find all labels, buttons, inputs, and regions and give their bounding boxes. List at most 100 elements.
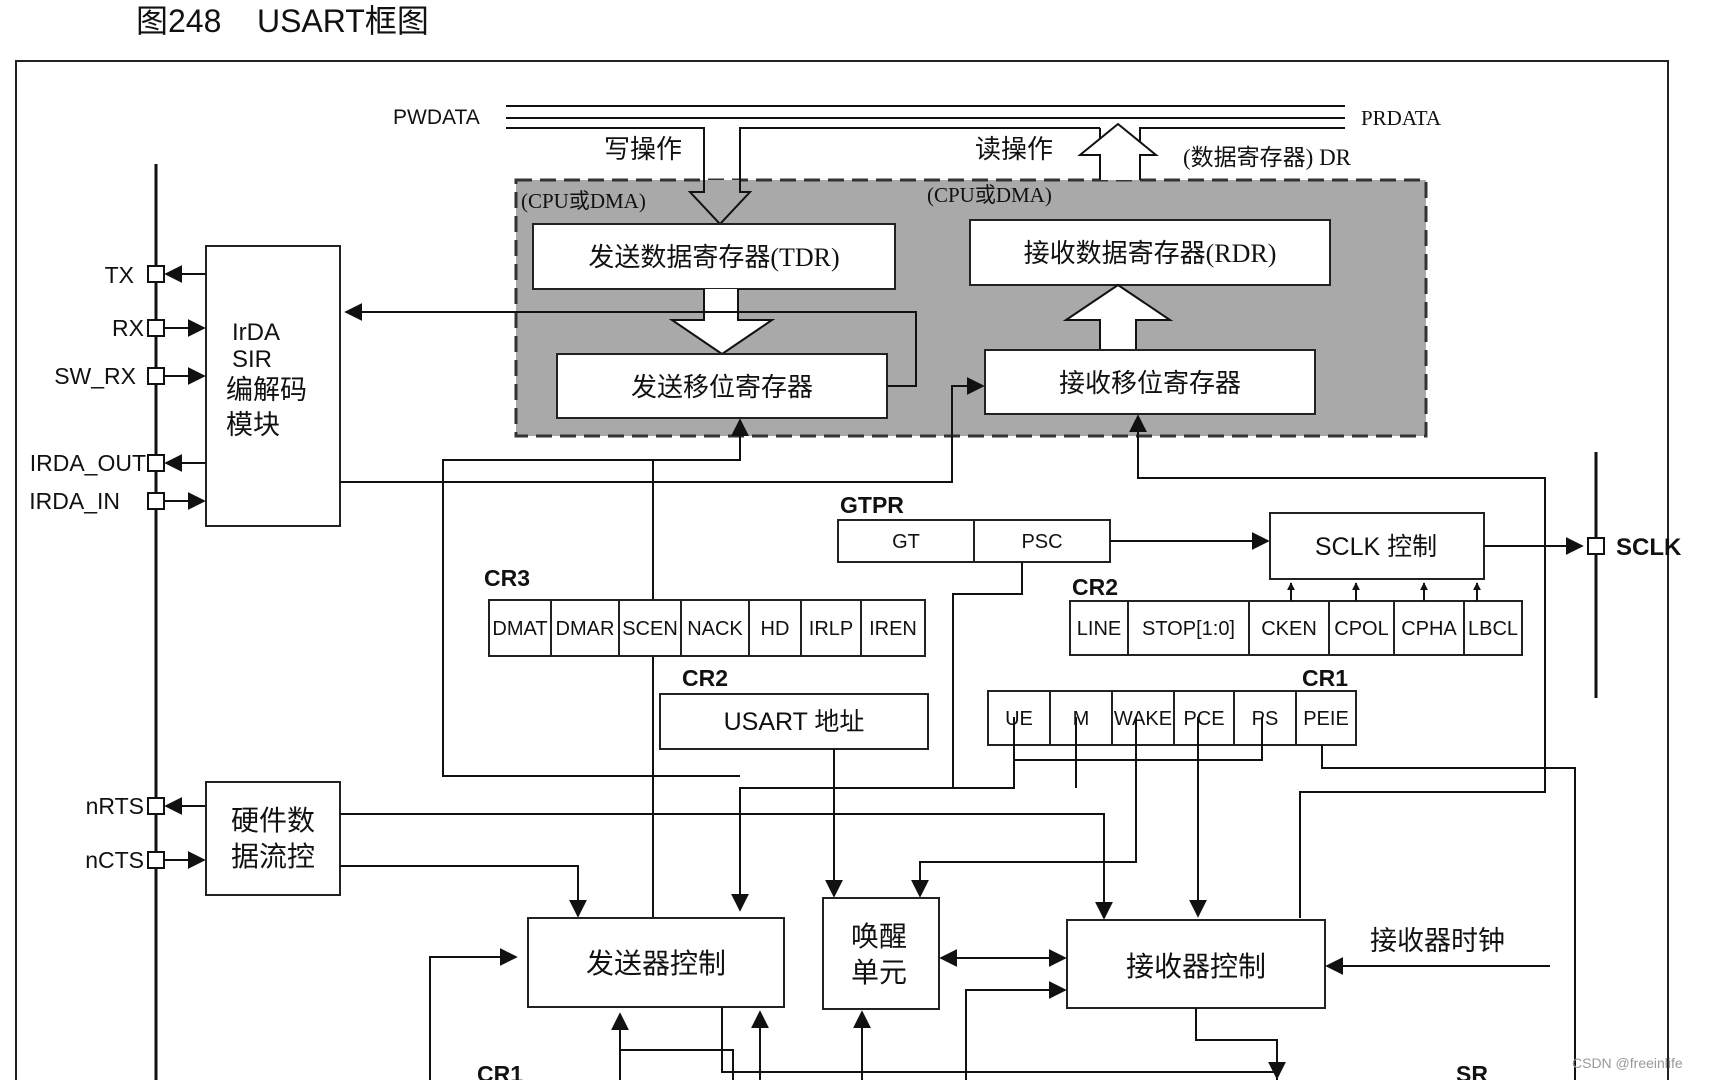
cr1-top-cell-5	[1295, 690, 1357, 746]
tx-control-box	[527, 917, 785, 1008]
rx-shift-label: 接收移位寄存器	[1059, 369, 1241, 398]
flow-to-rx-ctrl	[340, 813, 1113, 920]
cr2-addr-label: CR2	[682, 665, 728, 691]
cr3-bit-0: DMAT	[492, 618, 547, 640]
bottom-tx-feed	[620, 1014, 734, 1080]
gtpr-label: GTPR	[840, 492, 904, 518]
cr-to-tx-ctrl	[731, 717, 1015, 912]
dma-right-label: (CPU或DMA)	[927, 183, 1052, 207]
cr1-top-bit-5: PEIE	[1303, 708, 1349, 730]
wake-to-wakeup	[911, 717, 1137, 898]
cr2-top-bit-4: CPHA	[1401, 618, 1457, 640]
pin-irda-in: IRDA_IN	[29, 488, 120, 514]
flow-line2: 据流控	[231, 841, 315, 873]
cr2-top-bit-0: LINE	[1077, 618, 1121, 640]
rx-clock-label: 接收器时钟	[1370, 926, 1505, 956]
cr3-bit-3: NACK	[687, 618, 743, 640]
peie-to-sr	[1321, 745, 1576, 1080]
ps-to-rx	[1014, 717, 1263, 761]
cr3-bit-2: SCEN	[622, 618, 678, 640]
cr2-top-cell-3	[1328, 600, 1395, 656]
irda-line3: 编解码	[226, 375, 307, 405]
shift-to-rdr-arrow	[1062, 283, 1174, 350]
cr1-top-cell-0	[987, 690, 1051, 746]
rdr-label: 接收数据寄存器(RDR)	[1024, 239, 1277, 268]
gtpr-psc-cell	[973, 519, 1111, 563]
bottom-left-feed	[429, 948, 518, 1080]
dr-label: (数据寄存器) DR	[1183, 145, 1352, 170]
sclk-pin	[1587, 537, 1605, 555]
irda-line1: IrDA	[232, 319, 280, 346]
cr2-top-bit-2: CKEN	[1261, 618, 1317, 640]
sr-bottom-label: SR	[1456, 1061, 1488, 1080]
cr2-addr-field: USART 地址	[724, 708, 865, 736]
rx-control-label: 接收器控制	[1126, 951, 1266, 983]
watermark: CSDN @freeinlife	[1572, 1055, 1683, 1071]
wakeup-line1: 唤醒	[851, 921, 907, 953]
outer-frame	[15, 60, 1669, 1080]
prdata-label: PRDATA	[1361, 106, 1442, 130]
sclk-control-label: SCLK 控制	[1315, 533, 1437, 561]
cr2-top-register: LINE STOP[1:0] CKEN CPOL CPHA LBCL	[1069, 600, 1523, 656]
pin-tx: TX	[105, 262, 134, 288]
cr3-bit-4: HD	[761, 618, 790, 640]
cr3-register: DMAT DMAR SCEN NACK HD IRLP IREN	[488, 599, 926, 657]
cr3-bit-6: IREN	[869, 618, 917, 640]
gtpr-feed	[952, 562, 1023, 788]
pin-rx: RX	[112, 315, 144, 341]
pin-sclk: SCLK	[1616, 534, 1682, 561]
tx-shift-label: 发送移位寄存器	[631, 373, 813, 402]
cr1-top-bit-3: PCE	[1183, 708, 1224, 730]
bottom-rx-feed	[965, 981, 1067, 1080]
pwdata-bus	[506, 105, 1345, 180]
irda-line2: SIR	[232, 346, 272, 373]
pin-ncts: nCTS	[85, 847, 144, 873]
pin-nrts: nRTS	[86, 793, 144, 819]
cr2-top-cell-4	[1393, 600, 1465, 656]
cr3-bit-5: IRLP	[809, 618, 853, 640]
irda-to-rx-shift	[340, 377, 985, 483]
cr1-top-cell-1	[1049, 690, 1113, 746]
cr1-top-bit-0: UE	[1005, 708, 1033, 730]
cr3-cell-1	[550, 599, 620, 657]
cr2-top-cell-2	[1248, 600, 1330, 656]
flow-line1: 硬件数	[231, 805, 315, 837]
cr2-addr-box	[659, 693, 929, 750]
rx-to-sr	[1195, 1008, 1286, 1080]
cr2-top-bit-1: STOP[1:0]	[1142, 618, 1235, 640]
rx-control-box	[1066, 919, 1326, 1009]
cr3-bit-1: DMAR	[556, 618, 615, 640]
tx-control-label: 发送器控制	[586, 948, 726, 980]
irda-box	[205, 245, 341, 527]
cr1-bottom-label: CR1	[477, 1061, 523, 1080]
dma-left-label: (CPU或DMA)	[521, 189, 646, 213]
pin-arrows	[164, 265, 206, 869]
rdr-box	[969, 219, 1331, 286]
cr2-top-cell-5	[1463, 600, 1523, 656]
cr1-top-bit-4: PS	[1252, 708, 1279, 730]
tx-to-sr	[721, 1007, 1278, 1080]
cr3-cell-3	[680, 599, 750, 657]
figure-title: 图248 USART框图	[136, 3, 429, 39]
cr2-top-bit-5: LBCL	[1468, 618, 1518, 640]
flow-control-box	[205, 781, 341, 896]
cr1-top-cell-3	[1173, 690, 1235, 746]
gtpr-psc: PSC	[1021, 531, 1062, 553]
tdr-label: 发送数据寄存器(TDR)	[588, 243, 839, 272]
flow-to-tx-ctrl	[340, 865, 587, 918]
cr2-to-sclk-arrows	[1287, 582, 1481, 601]
cr3-cell-6	[860, 599, 926, 657]
cr1-top-bit-2: WAKE	[1114, 708, 1172, 730]
rx-shift-box	[984, 349, 1316, 415]
cr3-label: CR3	[484, 565, 530, 591]
pwdata-label: PWDATA	[393, 106, 480, 129]
cr2-top-label: CR2	[1072, 574, 1118, 600]
tdr-box	[532, 223, 896, 290]
rxclk-to-shift	[1129, 414, 1546, 918]
write-op-label: 写操作	[604, 135, 682, 164]
cr2-top-bit-3: CPOL	[1334, 618, 1388, 640]
pin-irda-out: IRDA_OUT	[30, 450, 146, 476]
pin-sw-rx: SW_RX	[54, 363, 136, 389]
